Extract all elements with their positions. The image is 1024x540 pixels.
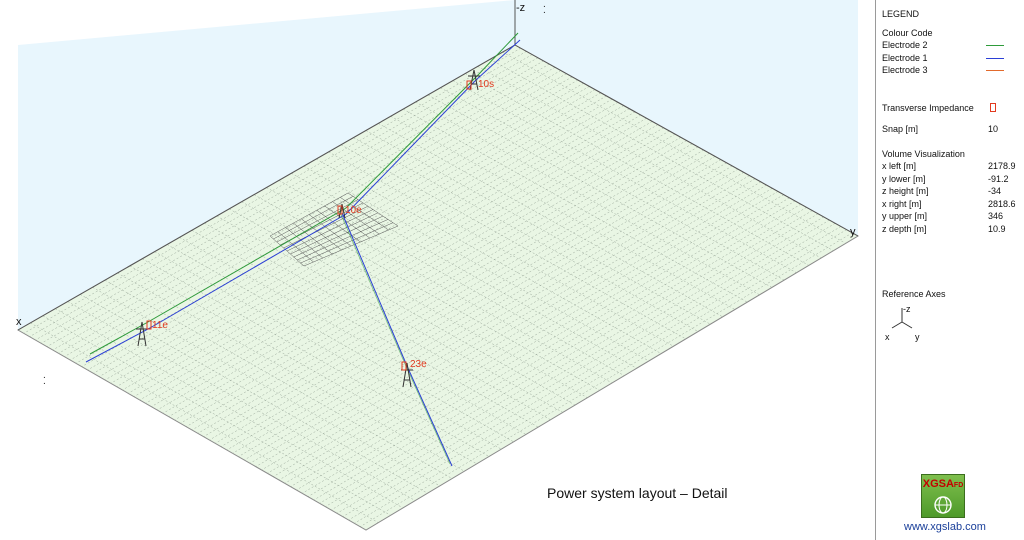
y-lower-value: -91.2 xyxy=(988,174,1009,184)
scene-canvas[interactable]: -z y x 10s 10e 11e xyxy=(0,0,876,540)
legend-electrode-2-label: Electrode 2 xyxy=(882,40,928,50)
legend-electrode-1-swatch xyxy=(986,58,1004,59)
legend-title: LEGEND xyxy=(882,9,920,19)
logo-text: XGSAFD xyxy=(922,478,964,490)
tower-label: 11e xyxy=(152,320,168,331)
reference-axes-icon: -z x y xyxy=(885,304,920,342)
tower-label: 23e xyxy=(410,359,427,370)
ref-axis-x-label: x xyxy=(885,332,890,342)
sky-wall-left xyxy=(18,0,515,330)
axis-label-y: y xyxy=(850,226,856,238)
z-height-label: z height [m] xyxy=(882,186,929,196)
legend-electrode-3-swatch xyxy=(986,70,1004,71)
x-right-value: 2818.6 xyxy=(988,199,1016,209)
volume-title: Volume Visualization xyxy=(882,149,965,159)
axis-label-z: -z xyxy=(516,2,525,14)
3d-viewport[interactable]: -z y x 10s 10e 11e xyxy=(0,0,876,540)
y-upper-value: 346 xyxy=(988,211,1004,221)
axis-y-line xyxy=(514,44,859,237)
y-lower-label: y lower [m] xyxy=(882,174,926,184)
snap-label: Snap [m] xyxy=(882,124,919,134)
tower-label: 10s xyxy=(478,79,494,90)
transverse-impedance-marker xyxy=(337,205,343,215)
axis-x-line xyxy=(17,44,516,331)
ground-grid xyxy=(23,47,853,527)
z-height-value: -34 xyxy=(988,186,1002,196)
tower-10e[interactable]: 10e xyxy=(337,203,362,219)
colour-code-label: Colour Code xyxy=(882,28,933,38)
legend-electrode-2-swatch xyxy=(986,45,1004,46)
ref-axis-y-label: y xyxy=(915,332,920,342)
electrode-2-branch[interactable] xyxy=(339,211,451,465)
transverse-impedance-marker xyxy=(401,361,407,371)
tower-label: 10e xyxy=(345,205,362,216)
tower-23e[interactable]: 23e xyxy=(401,359,427,388)
transverse-impedance-icon xyxy=(990,103,996,112)
x-right-label: x right [m] xyxy=(882,199,922,209)
x-left-label: x left [m] xyxy=(882,161,917,171)
transverse-impedance-marker xyxy=(146,320,152,330)
sky-wall-right xyxy=(515,0,858,236)
website-link[interactable]: www.xgslab.com xyxy=(904,521,986,533)
x-left-value: 2178.9 xyxy=(988,161,1016,171)
legend-electrode-1-label: Electrode 1 xyxy=(882,53,928,63)
tower-10s[interactable]: 10s xyxy=(466,69,494,91)
z-depth-value: 10.9 xyxy=(988,224,1006,234)
z-depth-label: z depth [m] xyxy=(882,224,927,234)
electrode-1-line[interactable] xyxy=(85,39,521,363)
axis-label-x: x xyxy=(16,316,22,328)
y-upper-label: y upper [m] xyxy=(882,211,928,221)
transverse-impedance-label: Transverse Impedance xyxy=(882,103,974,113)
electrode-2-line[interactable] xyxy=(89,32,519,355)
artifact-dots: .. xyxy=(43,370,46,387)
legend-electrode-3-label: Electrode 3 xyxy=(882,65,928,75)
reference-axes-title: Reference Axes xyxy=(882,289,946,299)
view-caption: Power system layout – Detail xyxy=(547,485,728,501)
snap-value: 10 xyxy=(988,124,999,134)
legend-panel: LEGEND Colour Code Electrode 2 Electrode… xyxy=(876,0,1024,540)
ref-axis-z-label: -z xyxy=(903,304,911,314)
globe-icon xyxy=(934,496,952,514)
xgslab-logo[interactable]: XGSAFD xyxy=(921,474,965,518)
tower-11e[interactable]: 11e xyxy=(136,320,168,347)
tower-icon xyxy=(136,321,148,347)
artifact-dots: .. xyxy=(543,0,546,16)
transverse-impedance-marker xyxy=(466,80,472,90)
